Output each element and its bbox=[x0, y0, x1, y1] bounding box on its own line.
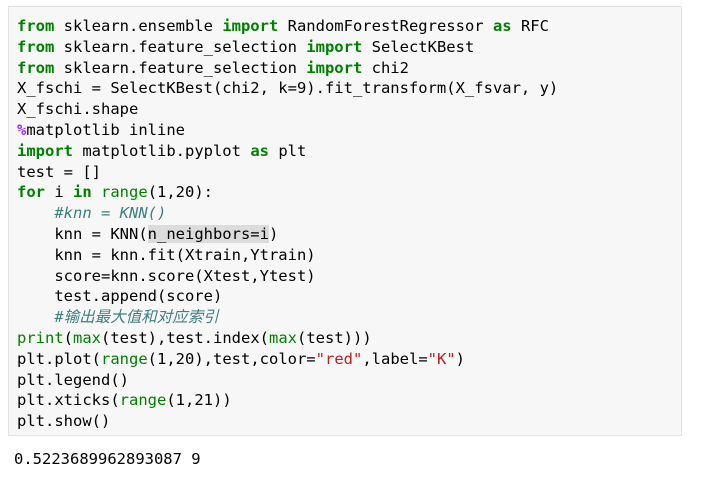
code-text: plt bbox=[268, 141, 307, 160]
code-line-5: X_fschi.shape bbox=[17, 99, 558, 120]
code-text: ( bbox=[63, 328, 74, 347]
indent bbox=[17, 225, 54, 243]
code-text: sklearn.feature_selection bbox=[54, 58, 307, 77]
code-text: knn = knn.fit(Xtrain,Ytrain) bbox=[54, 245, 316, 264]
code-line-17: plt.plot(range(1,20),test,color="red",la… bbox=[17, 349, 558, 370]
builtin: range bbox=[101, 349, 148, 368]
code-text: (1,20): bbox=[147, 183, 214, 202]
magic-prefix: % bbox=[17, 120, 27, 139]
code-text: RandomForestRegressor bbox=[278, 17, 493, 35]
keyword: import bbox=[222, 17, 279, 35]
code-text: plt.xticks( bbox=[17, 391, 120, 410]
keyword: from bbox=[17, 17, 55, 35]
code-text: test.append(score) bbox=[54, 287, 223, 306]
code-text: X_fschi.shape bbox=[17, 100, 139, 119]
keyword: in bbox=[73, 183, 92, 202]
code-line-4: X_fschi = SelectKBest(chi2, k=9).fit_tra… bbox=[17, 78, 558, 99]
code-text: X_fschi = SelectKBest(chi2, k=9).fit_tra… bbox=[17, 79, 559, 98]
indent bbox=[17, 287, 54, 305]
code-line-20: plt.show() bbox=[17, 411, 558, 432]
code-text: ) bbox=[455, 349, 465, 368]
code-line-16: print(max(test),test.index(max(test))) bbox=[17, 328, 558, 349]
code-line-14: test.append(score) bbox=[17, 286, 558, 307]
code-text: ) bbox=[268, 224, 279, 243]
code-text: i bbox=[45, 183, 73, 202]
selection-highlight[interactable]: n_neighbors=i bbox=[147, 224, 269, 243]
cell-output: 0.5223689962893087 9 bbox=[14, 450, 201, 468]
code-line-3: from sklearn.feature_selection import ch… bbox=[17, 58, 558, 79]
code-text: matplotlib.pyplot bbox=[73, 141, 251, 160]
code-text: RFC bbox=[511, 17, 549, 35]
code-text: (1,21)) bbox=[166, 391, 232, 410]
code-line-13: score=knn.score(Xtest,Ytest) bbox=[17, 266, 558, 287]
code-text: knn = KNN( bbox=[54, 224, 148, 243]
builtin: print bbox=[17, 328, 64, 347]
code-text: (1,20),test,color= bbox=[147, 349, 316, 368]
code-line-2: from sklearn.feature_selection import Se… bbox=[17, 37, 558, 58]
code-line-9: for i in range(1,20): bbox=[17, 182, 558, 203]
builtin: max bbox=[73, 328, 102, 347]
code-text: ,label= bbox=[362, 349, 428, 368]
code-text: plt.show() bbox=[17, 412, 111, 431]
builtin: range bbox=[119, 391, 167, 410]
code-text: plt.legend() bbox=[17, 370, 129, 389]
keyword: from bbox=[17, 58, 55, 77]
code-text: test = [] bbox=[17, 162, 101, 181]
code-text: sklearn.ensemble bbox=[54, 17, 223, 35]
code-text bbox=[92, 183, 101, 201]
comment: #knn = KNN() bbox=[54, 204, 167, 223]
code-line-19: plt.xticks(range(1,21)) bbox=[17, 390, 558, 411]
keyword: for bbox=[17, 183, 45, 202]
code-editor[interactable]: from sklearn.ensemble import RandomFores… bbox=[17, 16, 558, 432]
keyword: from bbox=[17, 37, 55, 56]
code-line-8: test = [] bbox=[17, 162, 558, 183]
code-text: (test),test.index( bbox=[101, 328, 269, 347]
code-text: (test))) bbox=[297, 328, 372, 347]
string: "K" bbox=[427, 349, 456, 368]
code-text: score=knn.score(Xtest,Ytest) bbox=[54, 266, 316, 285]
code-line-7: import matplotlib.pyplot as plt bbox=[17, 141, 558, 162]
indent bbox=[17, 246, 54, 264]
keyword: import bbox=[306, 58, 363, 77]
code-text: chi2 bbox=[362, 58, 409, 77]
builtin: max bbox=[269, 328, 297, 347]
code-text: SelectKBest bbox=[362, 37, 475, 56]
code-text: sklearn.feature_selection bbox=[54, 37, 307, 56]
code-cell-input[interactable]: from sklearn.ensemble import RandomFores… bbox=[8, 6, 682, 436]
code-line-11: knn = KNN(n_neighbors=i) bbox=[17, 224, 558, 245]
code-text: plt.plot( bbox=[17, 349, 101, 368]
indent bbox=[17, 308, 54, 326]
code-line-15: #输出最大值和对应索引 bbox=[17, 307, 558, 328]
keyword: import bbox=[17, 141, 73, 160]
builtin: range bbox=[101, 183, 148, 202]
code-line-18: plt.legend() bbox=[17, 370, 558, 391]
code-line-1: from sklearn.ensemble import RandomFores… bbox=[17, 16, 558, 37]
code-line-12: knn = knn.fit(Xtrain,Ytrain) bbox=[17, 245, 558, 266]
comment: #输出最大值和对应索引 bbox=[54, 308, 219, 327]
keyword: import bbox=[306, 37, 363, 56]
code-line-10: #knn = KNN() bbox=[17, 203, 558, 224]
code-line-6: %matplotlib inline bbox=[17, 120, 558, 141]
string: "red" bbox=[315, 349, 363, 368]
indent bbox=[17, 267, 54, 285]
code-text: matplotlib inline bbox=[26, 120, 185, 139]
indent bbox=[17, 204, 54, 222]
keyword: as bbox=[250, 141, 269, 160]
keyword: as bbox=[492, 17, 512, 35]
